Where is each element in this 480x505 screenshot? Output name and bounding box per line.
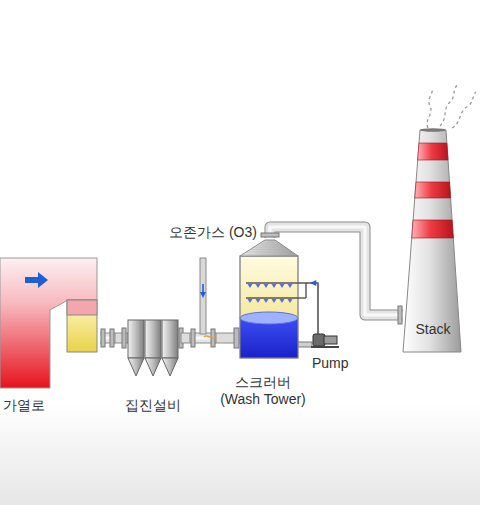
flow-arrow bbox=[25, 272, 48, 288]
recirculation-line bbox=[310, 280, 318, 326]
stack-node: Stack bbox=[403, 128, 463, 356]
duct-pipe bbox=[100, 329, 115, 347]
stack-body bbox=[403, 128, 461, 352]
dust-collector bbox=[115, 320, 190, 376]
dust-collector-node: 집진설비 bbox=[115, 312, 190, 418]
furnace-outlet bbox=[67, 300, 97, 352]
wash-tower bbox=[216, 240, 310, 358]
furnace-body bbox=[0, 258, 97, 388]
scrubber-node: 스크러버 (Wash Tower) bbox=[216, 238, 310, 410]
equipment-label: Stack bbox=[415, 321, 450, 338]
gas-label: 오존가스 (O3) bbox=[150, 224, 276, 241]
furnace-node: 가열로 bbox=[0, 255, 100, 420]
smoke bbox=[427, 84, 476, 128]
equipment-label: 가열로 bbox=[3, 397, 45, 414]
ozone-pipe bbox=[200, 258, 206, 334]
furnace-outlet-top bbox=[67, 300, 97, 315]
equipment-illustration bbox=[0, 255, 100, 420]
equipment-label: 스크러버 (Wash Tower) bbox=[216, 374, 310, 408]
pump-suction-pipe bbox=[298, 342, 312, 347]
pump-symbol bbox=[311, 326, 339, 348]
equipment-label: Pump bbox=[312, 355, 349, 372]
pump-node: Pump bbox=[311, 326, 359, 374]
equipment-label: 집진설비 bbox=[125, 397, 181, 414]
